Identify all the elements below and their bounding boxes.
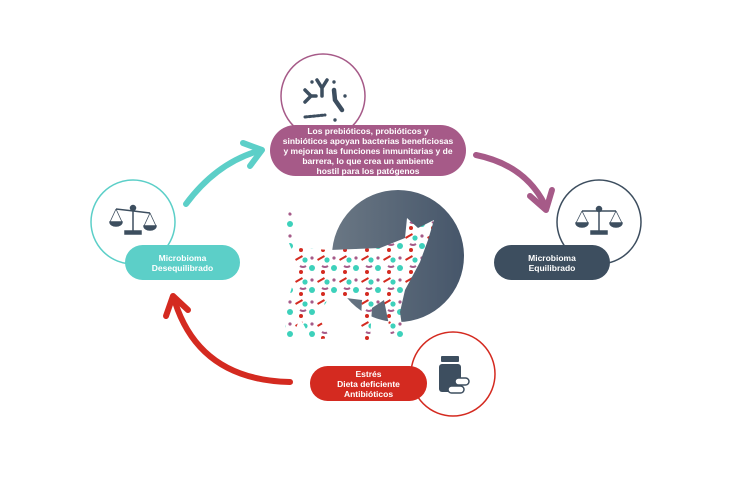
cat-silhouette [284, 210, 434, 340]
scale-icon-left [109, 204, 157, 235]
left-node-label: Microbioma Desequilibrado [125, 245, 240, 280]
bottom-node-label: Estrés Dieta deficiente Antibióticos [310, 366, 427, 401]
arrow-red [172, 299, 293, 385]
bacteria-icon [303, 78, 347, 122]
scale-icon-right [575, 205, 623, 235]
arrow-teal [183, 149, 258, 207]
arrow-purple [473, 152, 548, 208]
medicine-bottle-icon [439, 356, 470, 394]
top-node-label: Los prebióticos, probióticos y sinbiótic… [270, 125, 466, 176]
right-node-label: Microbioma Equilibrado [494, 245, 610, 280]
